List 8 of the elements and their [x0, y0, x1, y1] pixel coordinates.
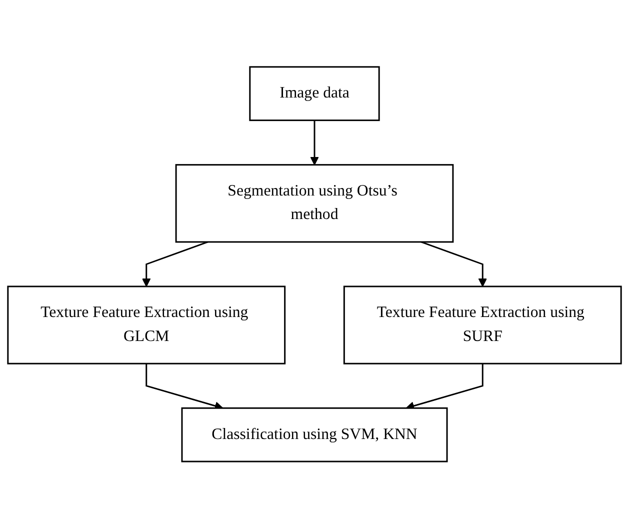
- node-box: Classification using SVM, KNN: [181, 407, 448, 462]
- arrow: [142, 241, 208, 287]
- node-box: Image data: [249, 66, 380, 121]
- node-box: Texture Feature Extraction using SURF: [343, 286, 622, 364]
- node-box: Texture Feature Extraction using GLCM: [7, 286, 286, 364]
- node-box: Segmentation using Otsu’s method: [175, 164, 454, 242]
- arrow: [310, 120, 319, 165]
- arrow: [420, 241, 487, 287]
